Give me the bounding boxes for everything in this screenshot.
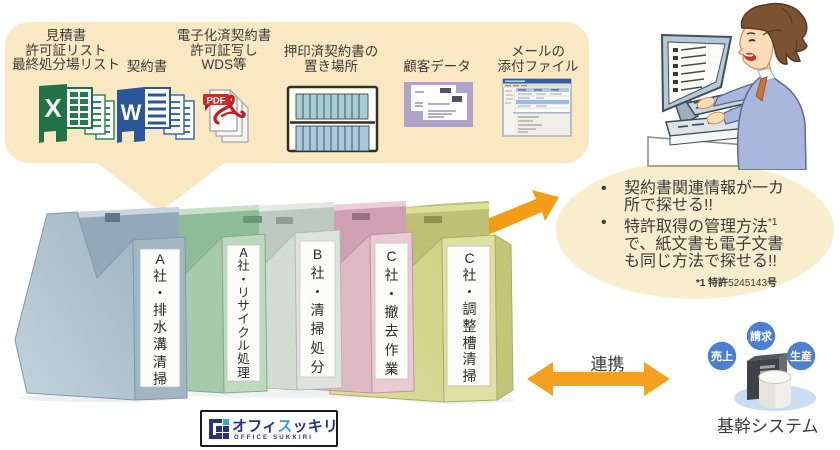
svg-text:請求: 請求 — [750, 329, 773, 343]
svg-text:X: X — [44, 93, 62, 123]
svg-text:W: W — [121, 100, 142, 125]
svg-text:PDF: PDF — [207, 96, 226, 107]
svg-text:売上: 売上 — [711, 349, 733, 363]
svg-text:生産: 生産 — [790, 349, 812, 363]
